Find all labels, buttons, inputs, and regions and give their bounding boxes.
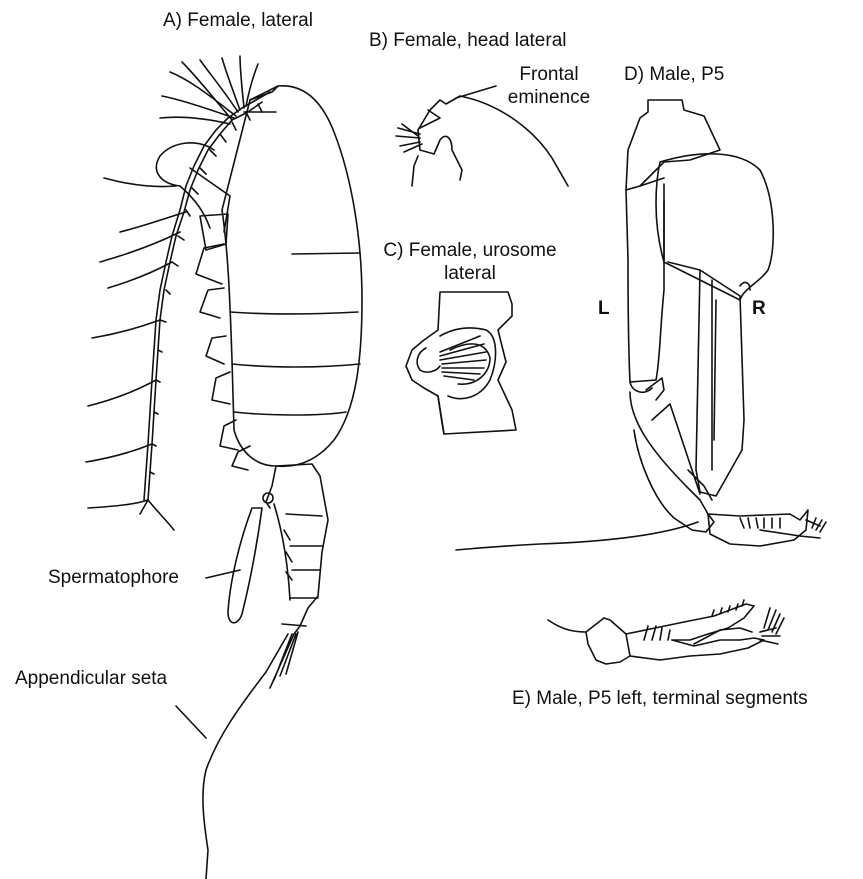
appendicular-seta — [203, 672, 266, 879]
p5-terminal-detail-drawing — [548, 600, 784, 664]
spermatophore — [228, 508, 262, 623]
panel-c-title-line2: lateral — [370, 263, 570, 286]
panel-b-title: B) Female, head lateral — [369, 30, 567, 53]
frontal-eminence-label-line1: Frontal — [494, 64, 604, 87]
right-leg-label: R — [752, 298, 766, 321]
panel-a-title: A) Female, lateral — [163, 10, 313, 33]
prosome-segment-line — [234, 412, 346, 415]
male-p5-drawing — [456, 100, 826, 550]
left-leg-label: L — [598, 298, 610, 321]
terminal-segment-outline — [586, 618, 630, 664]
p5-basal-segment — [626, 100, 720, 190]
frontal-eminence-pointer — [456, 86, 496, 98]
terminal-stem — [548, 618, 604, 632]
female-lateral-drawing — [86, 56, 362, 879]
urosome-setae — [440, 336, 486, 380]
appendicular-seta-label: Appendicular seta — [15, 668, 167, 691]
p5-left-leg — [626, 190, 664, 382]
panel-e-title: E) Male, P5 left, terminal segments — [512, 688, 808, 711]
frontal-eminence-label: Frontal eminence — [494, 64, 604, 110]
panel-d-title: D) Male, P5 — [624, 64, 724, 87]
swimming-leg — [196, 244, 224, 284]
p5-right-basis — [656, 154, 773, 300]
prosome-segment-line — [232, 364, 360, 367]
prosome-segment-line — [292, 253, 360, 254]
caudal-setae — [266, 632, 298, 688]
prosome-outline — [222, 86, 362, 467]
prosome-segment-line — [230, 312, 358, 314]
panel-c-title: C) Female, urosome lateral — [370, 240, 570, 286]
panel-c-title-line1: C) Female, urosome — [370, 240, 570, 263]
spermatophore-pointer — [206, 570, 240, 578]
antennule — [148, 102, 262, 500]
p5-left-distal — [630, 392, 714, 532]
swimming-leg — [212, 372, 230, 404]
appendicular-seta-pointer — [176, 706, 206, 738]
urosome-lateral-drawing — [406, 292, 516, 434]
p5-long-seta — [456, 522, 698, 550]
swimming-leg — [200, 288, 224, 318]
terminal-spinules — [712, 600, 744, 616]
swimming-leg — [206, 336, 226, 364]
head-setae — [396, 124, 422, 152]
frontal-eminence-label-line2: eminence — [494, 87, 604, 110]
spermatophore-label: Spermatophore — [48, 567, 179, 590]
